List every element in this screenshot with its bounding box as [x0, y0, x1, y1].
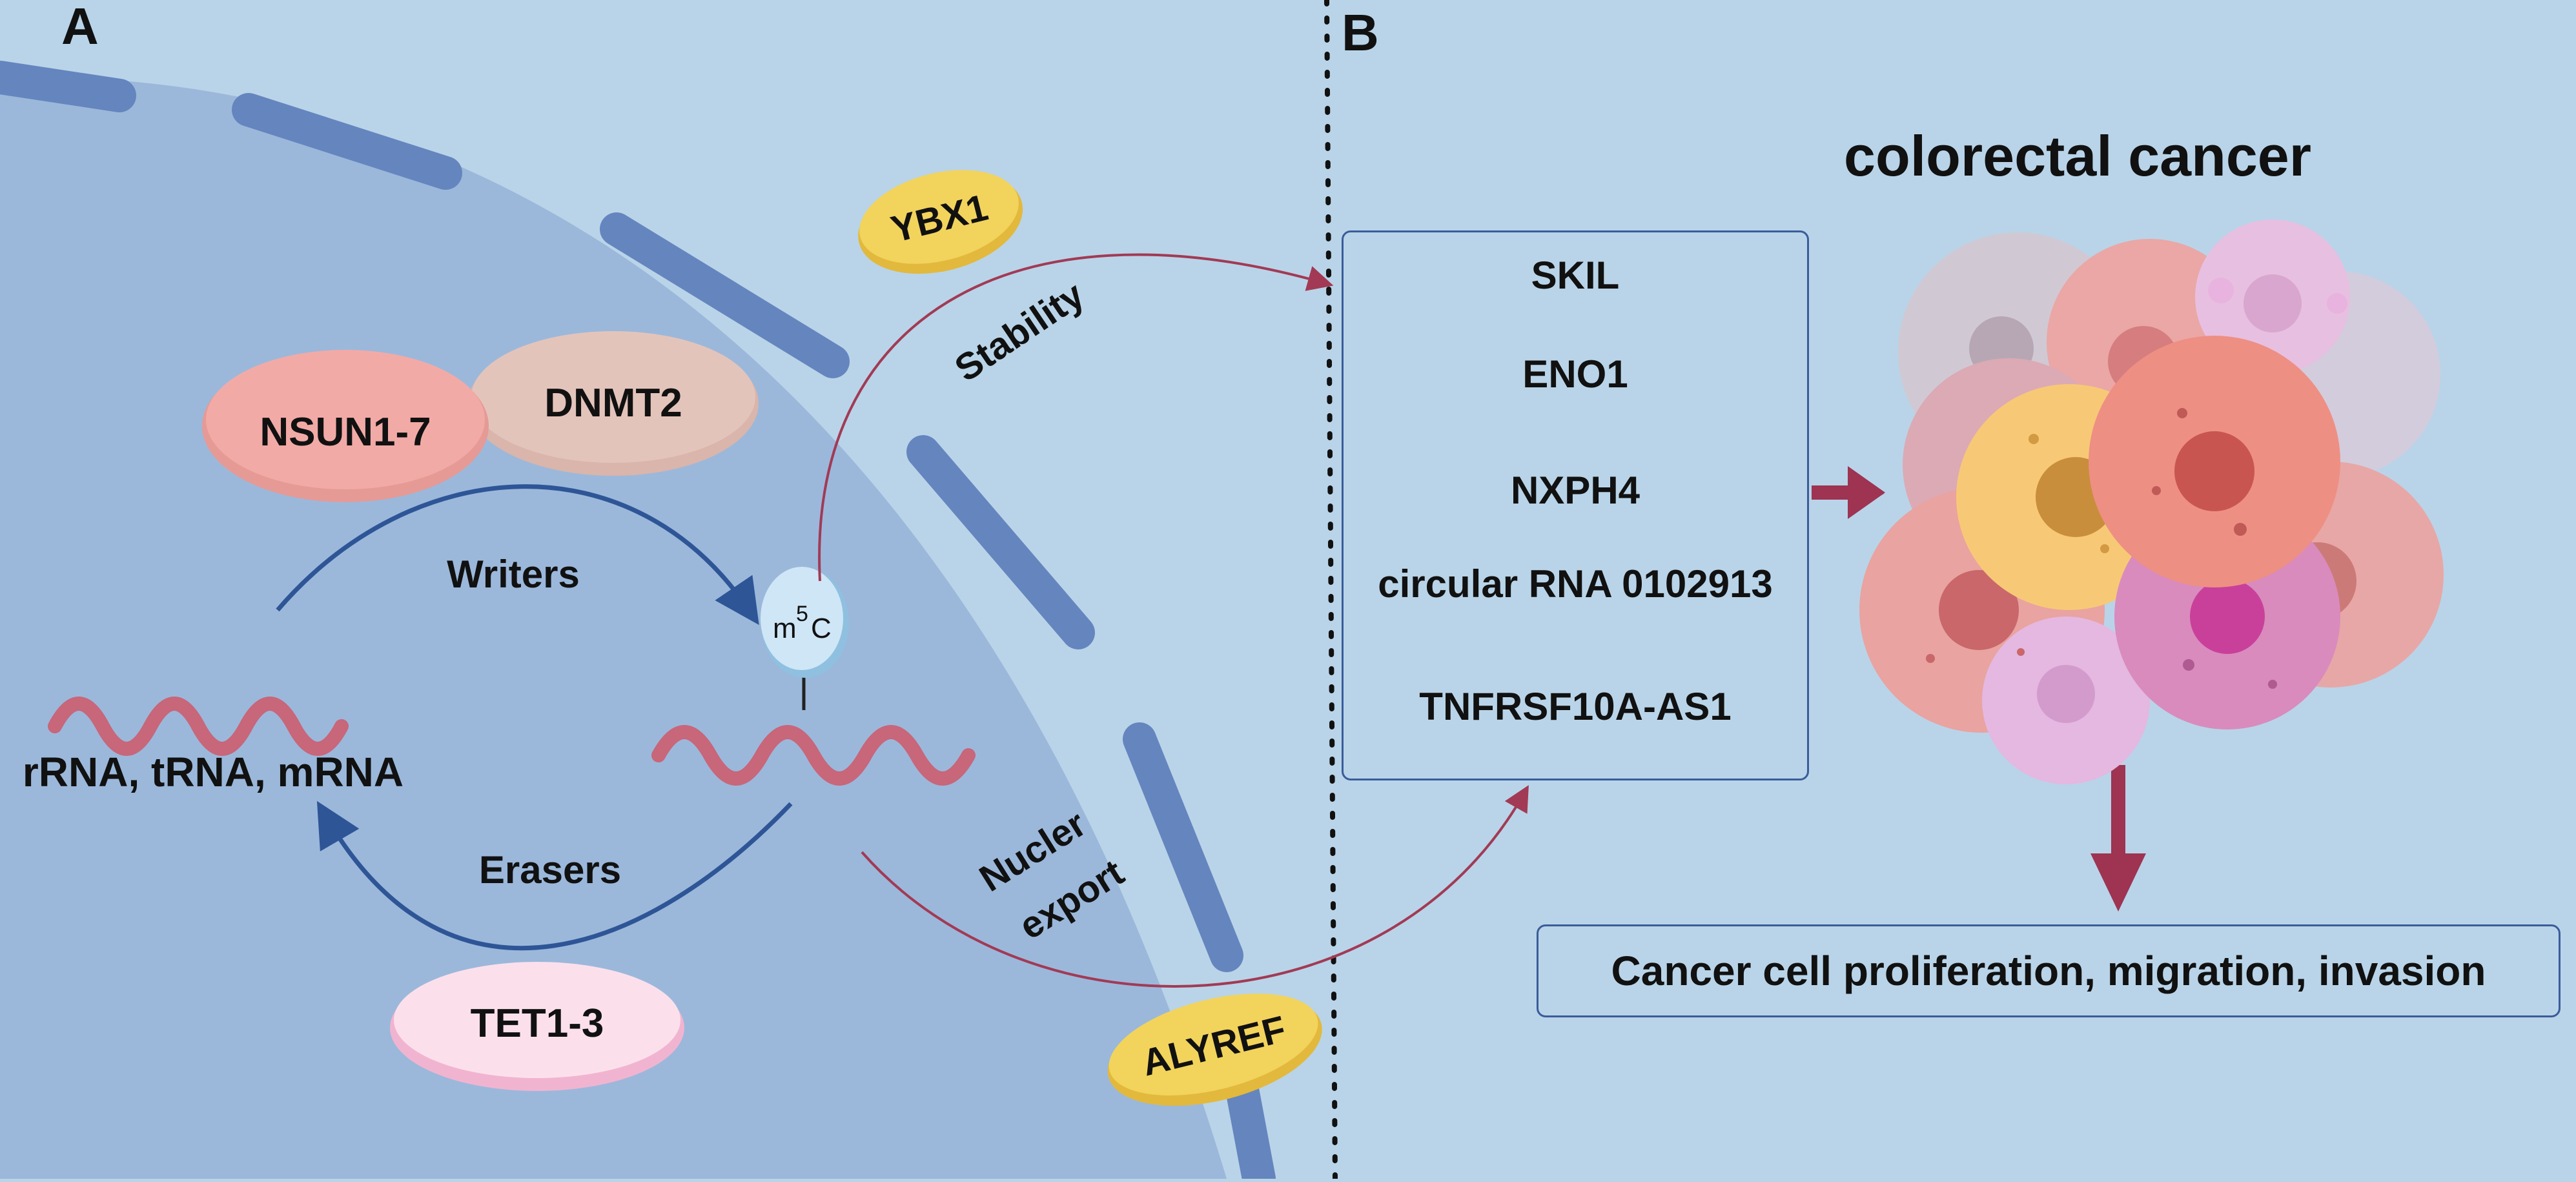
panel-a-label: A: [61, 0, 99, 55]
dnmt2-badge: DNMT2: [468, 331, 759, 476]
writers-label: Writers: [447, 553, 580, 596]
target-genes-box: SKIL ENO1 NXPH4 circular RNA 0102913 TNF…: [1342, 230, 1809, 780]
cell-coral-nucleus: [2174, 431, 2254, 511]
stability-arrow: [818, 253, 1334, 582]
arrow-to-cells-shape: [1812, 466, 1885, 519]
panel-divider: [1324, 0, 1338, 1181]
ybx1-badge: YBX1: [858, 170, 1023, 274]
cell-lilac-bottom-nucleus: [2037, 665, 2095, 723]
writers-arrow: [276, 484, 759, 626]
outcome-box: Cancer cell proliferation, migration, in…: [1537, 924, 2561, 1017]
cell-lilac-top-nucleus: [2244, 274, 2302, 332]
rna-wave-left: [48, 697, 349, 756]
m5c-c: C: [811, 613, 832, 644]
m5c-superscript: 5: [796, 602, 808, 626]
nsun-label: NSUN1-7: [260, 410, 431, 454]
arrow-to-outcome: [2090, 765, 2146, 912]
cell-magenta-nucleus: [2190, 579, 2265, 654]
target-gene-skil: SKIL: [1531, 254, 1620, 297]
erasers-label: Erasers: [479, 848, 621, 892]
tet-badge: TET1-3: [390, 962, 684, 1091]
cancer-cell-cluster: [1859, 219, 2444, 784]
export-arrow: [861, 785, 1529, 988]
alyref-badge: ALYREF: [1107, 993, 1322, 1106]
nsun-badge: NSUN1-7: [202, 350, 489, 502]
rna-wave-right: [651, 725, 976, 786]
nucleus: [0, 77, 1227, 1179]
target-gene-eno1: ENO1: [1522, 352, 1628, 396]
target-gene-nxph4: NXPH4: [1510, 469, 1641, 512]
panel-b-label: B: [1342, 4, 1379, 61]
rna-types-label: rRNA, tRNA, mRNA: [23, 749, 404, 795]
m5c-m: m: [773, 613, 797, 644]
erasers-arrow: [316, 800, 793, 951]
cancer-title: colorectal cancer: [1844, 124, 2311, 188]
target-circrna: circular RNA 0102913: [1378, 562, 1773, 606]
cell-salmon-left-nucleus: [1939, 570, 2019, 650]
tet-label: TET1-3: [471, 1001, 604, 1046]
target-gene-tnfrsf10a-as1: TNFRSF10A-AS1: [1419, 685, 1732, 728]
nuclear-envelope: [0, 61, 1276, 1182]
m5c-mark: m 5 C: [761, 567, 849, 678]
dnmt2-label: DNMT2: [544, 381, 682, 425]
